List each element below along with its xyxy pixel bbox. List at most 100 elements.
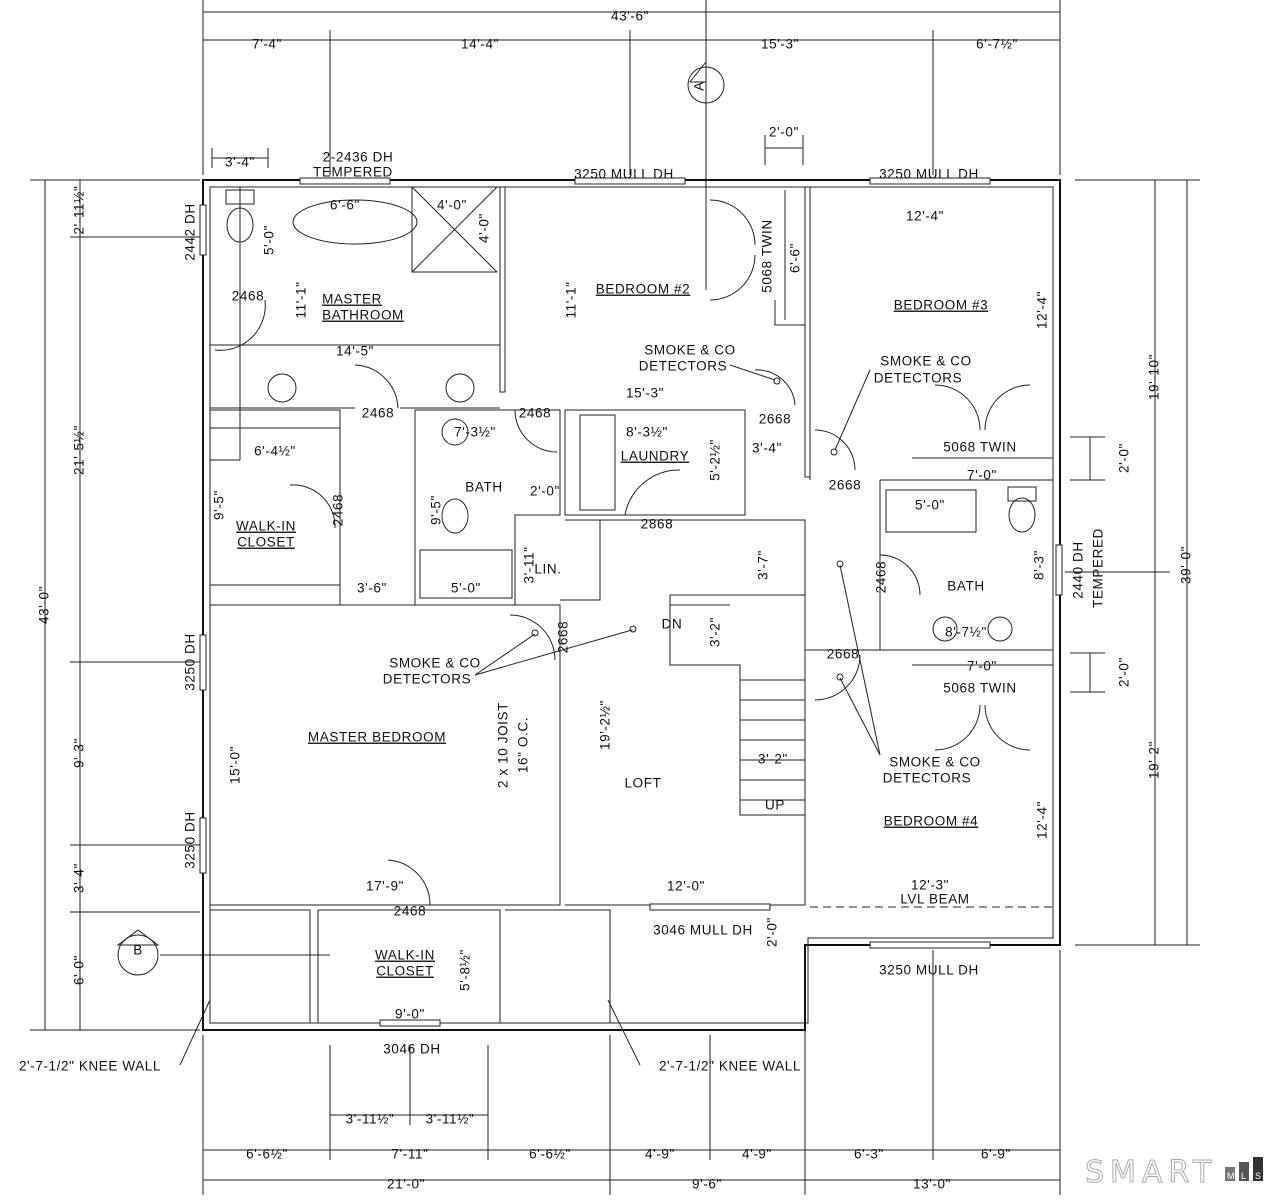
door-label: 5068 TWIN [943,440,1016,455]
dim-bottom-overall: 13'-0" [913,1177,951,1192]
room-label: BATH [947,579,984,594]
detector-label: SMOKE & CO [880,354,972,369]
door-label: 2468 [232,289,264,304]
dim-interior: 6'-6" [330,198,360,213]
logo-mls-m: M [1227,1171,1235,1181]
window-label: TEMPERED [313,165,393,180]
dim-right: 19'-10" [1147,354,1162,400]
dim-interior: 3'-11" [522,547,537,584]
dim-right: 2'-0" [1117,657,1132,687]
dim-interior: 9'-0" [395,1007,425,1022]
logo-mls-s: S [1255,1171,1262,1181]
room-label: BEDROOM #2 [596,282,691,297]
window-label: 2442 DH [183,203,198,260]
dim-top: 7'-4" [252,37,282,52]
dim-interior: 12'-3" [911,878,949,893]
dim-bottom-overall: 21'-0" [387,1177,425,1192]
smart-mls-logo: SMART M L S [1085,1155,1263,1191]
dim-interior: 3'-4" [752,441,782,456]
dim-interior: 7'-3½" [454,425,496,440]
dim-interior: 11'-1" [294,282,309,319]
window-label: TEMPERED [1091,528,1106,608]
room-label: BEDROOM #3 [894,298,989,313]
detector-label: DETECTORS [383,672,471,687]
detector-label: SMOKE & CO [389,656,481,671]
dim-bottom-small: 3'-11½" [346,1112,395,1127]
door-label: 2468 [331,494,346,526]
room-label: WALK-IN [375,948,435,963]
dim-top-small: 2'-0" [769,125,799,140]
dim-interior: 8'-3" [1032,550,1047,580]
dim-interior: 17'-9" [366,879,404,894]
logo-mls-l: L [1241,1171,1247,1181]
dim-interior: 19'-2½" [598,700,613,750]
dim-interior: 2'-0" [530,484,560,499]
door-label: 2468 [362,406,394,421]
joist-note: 2 x 10 JOIST [496,702,511,788]
room-label: LOFT [625,776,662,791]
window-label: 3250 DH [183,811,198,868]
beam-label: LVL BEAM [900,892,969,907]
detector-label: SMOKE & CO [644,343,736,358]
dim-interior: 3'-2" [708,617,723,647]
dim-interior: 15'-3" [626,386,664,401]
door-label: 2668 [829,478,861,493]
door-label: 5068 TWIN [760,219,775,292]
window-label: 3250 MULL DH [574,167,674,182]
dim-interior: 5'-0" [262,225,277,255]
dim-bottom: 4'-9" [742,1147,772,1162]
stair-down-label: DN [662,617,683,632]
dim-bottom-overall: 9'-6" [692,1177,722,1192]
dim-interior: 8'-7½" [945,625,987,640]
section-marker-label: A [692,81,707,91]
dim-interior: 4'-0" [477,213,492,243]
dim-interior: 5'-0" [451,581,481,596]
dim-interior: 15'-0" [228,746,243,784]
dim-top: 14'-4" [461,37,499,52]
room-label: MASTER BEDROOM [308,730,446,745]
window-label: 3250 DH [183,633,198,690]
window-label: 2440 DH [1071,541,1086,598]
windows [199,177,1063,1027]
dim-interior: 6'-4½" [254,444,296,459]
door-label: 2468 [874,561,889,593]
detector-label: DETECTORS [874,371,962,386]
plan-labels: 43'-6"7'-4"14'-4"15'-3"6'-7½"3'-4"2'-0"2… [19,9,1194,1192]
dim-interior: 5'-0" [915,498,945,513]
window-label: 2-2436 DH [323,150,394,165]
window-label: 3250 MULL DH [879,167,979,182]
dim-interior: 2'-0" [765,917,780,947]
room-label: CLOSET [237,535,295,550]
window-label: 3250 MULL DH [879,963,979,978]
door-label: 2468 [519,406,551,421]
door-label: 2868 [641,517,673,532]
dimension-lines [30,0,1200,1195]
dim-bottom: 6'-9" [981,1147,1011,1162]
detector-label: DETECTORS [883,771,971,786]
section-marker-b [116,929,160,976]
exterior-walls [202,179,1061,1031]
dim-interior: 7'-0" [967,468,997,483]
dim-top: 6'-7½" [976,37,1018,52]
room-label: WALK-IN [236,519,296,534]
dim-interior: 4'-0" [437,198,467,213]
room-label: BATH [465,480,502,495]
dim-interior: 3'-7" [756,550,771,580]
dim-bottom: 6'-6½" [246,1147,288,1162]
dim-left: 3'-4" [72,863,87,893]
dim-interior: 6'-6" [788,243,803,273]
dim-bottom: 4'-9" [645,1147,675,1162]
dim-top: 15'-3" [761,37,799,52]
dim-bottom: 7'-11" [392,1147,429,1162]
dim-top-small: 3'-4" [225,155,255,170]
joist-spacing-note: 16" O.C. [516,717,531,773]
detector-leaders [160,364,881,1066]
section-marker-a [687,60,725,104]
door-label: 2668 [556,621,571,653]
knee-wall-label: 2'-7-1/2" KNEE WALL [659,1059,801,1074]
dim-left: 21'-5½" [72,425,87,475]
dim-interior: 11'-1" [564,282,579,319]
dim-interior: 12'-4" [906,209,944,224]
dim-right: 2'-0" [1117,443,1132,473]
